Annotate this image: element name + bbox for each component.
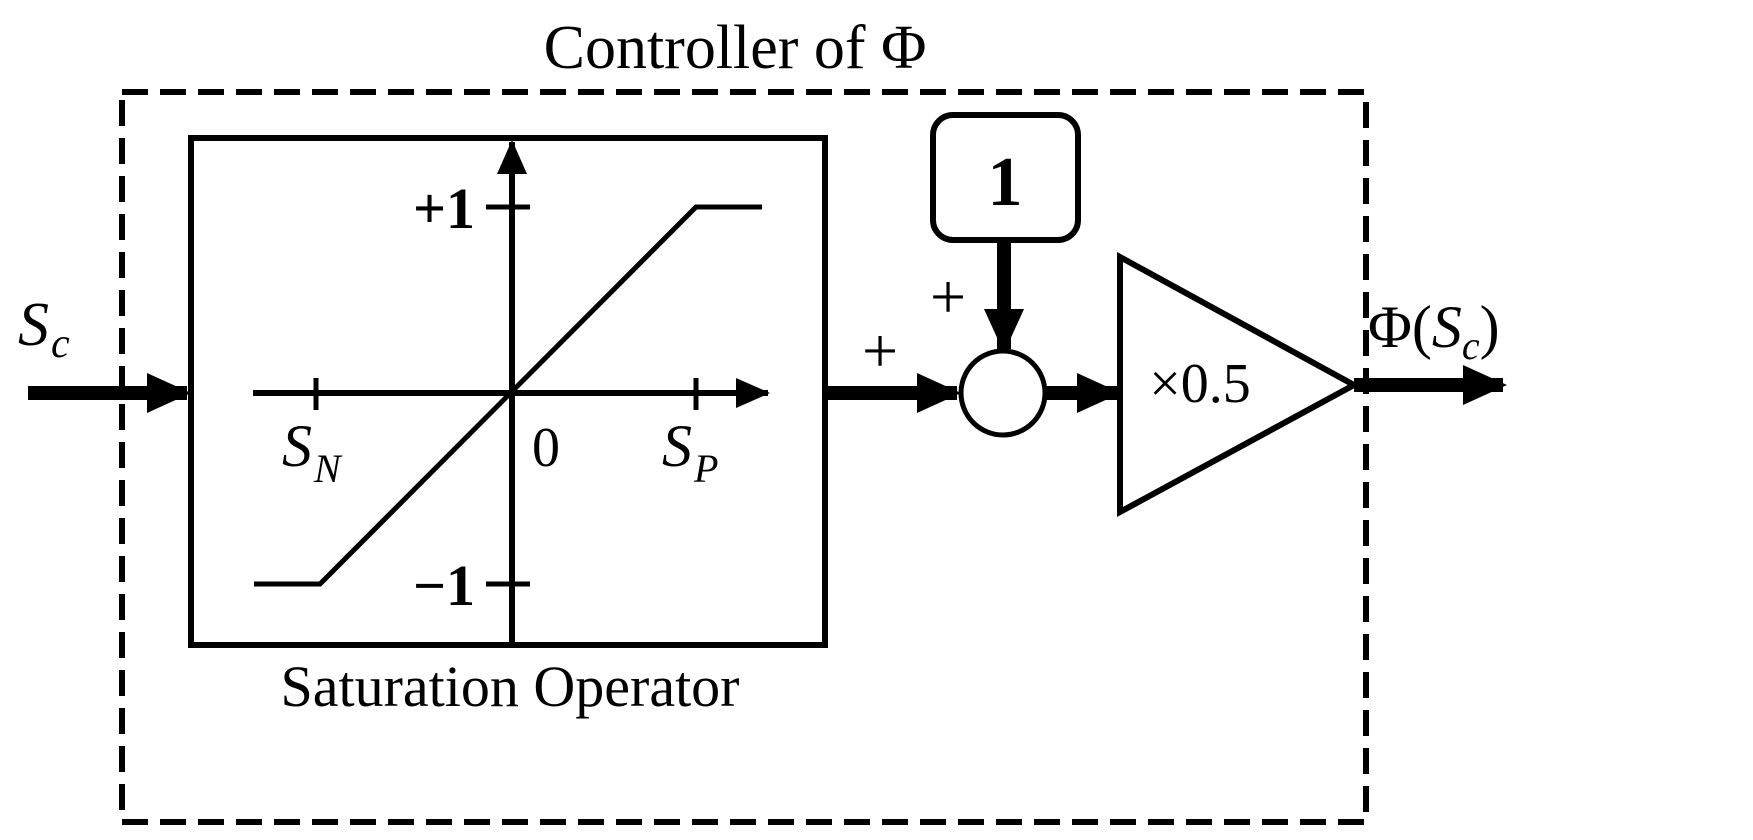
- output-label-pre: Φ(: [1368, 294, 1432, 360]
- input-label: Sc: [18, 291, 70, 367]
- output-label-post: ): [1480, 294, 1500, 360]
- sum-sign-left: +: [862, 315, 898, 386]
- output-label-main: S: [1432, 294, 1462, 360]
- origin-label: 0: [532, 417, 560, 479]
- sn-label-sub: N: [313, 446, 343, 491]
- sn-label-main: S: [282, 413, 312, 479]
- constant-value: 1: [988, 144, 1023, 221]
- input-label-main: S: [18, 291, 49, 359]
- summing-junction: [958, 348, 1048, 438]
- gain-block: [1117, 251, 1361, 518]
- y-minus-one-label: −1: [413, 553, 475, 618]
- gain-label: ×0.5: [1149, 353, 1251, 415]
- y-plus-one-label: +1: [413, 176, 475, 241]
- output-label: Φ(Sc): [1368, 294, 1500, 368]
- saturation-caption: Saturation Operator: [280, 654, 739, 719]
- output-label-sub: c: [1462, 323, 1480, 368]
- sum-sign-top: +: [930, 261, 966, 332]
- sp-label: SP: [662, 413, 718, 491]
- sn-label: SN: [282, 413, 343, 491]
- sp-label-sub: P: [693, 446, 718, 491]
- controller-title: Controller of Φ: [544, 14, 927, 82]
- input-label-sub: c: [51, 321, 70, 367]
- saturation-curve: [254, 204, 762, 587]
- sp-label-main: S: [662, 413, 692, 479]
- controller-boundary: [119, 89, 1369, 825]
